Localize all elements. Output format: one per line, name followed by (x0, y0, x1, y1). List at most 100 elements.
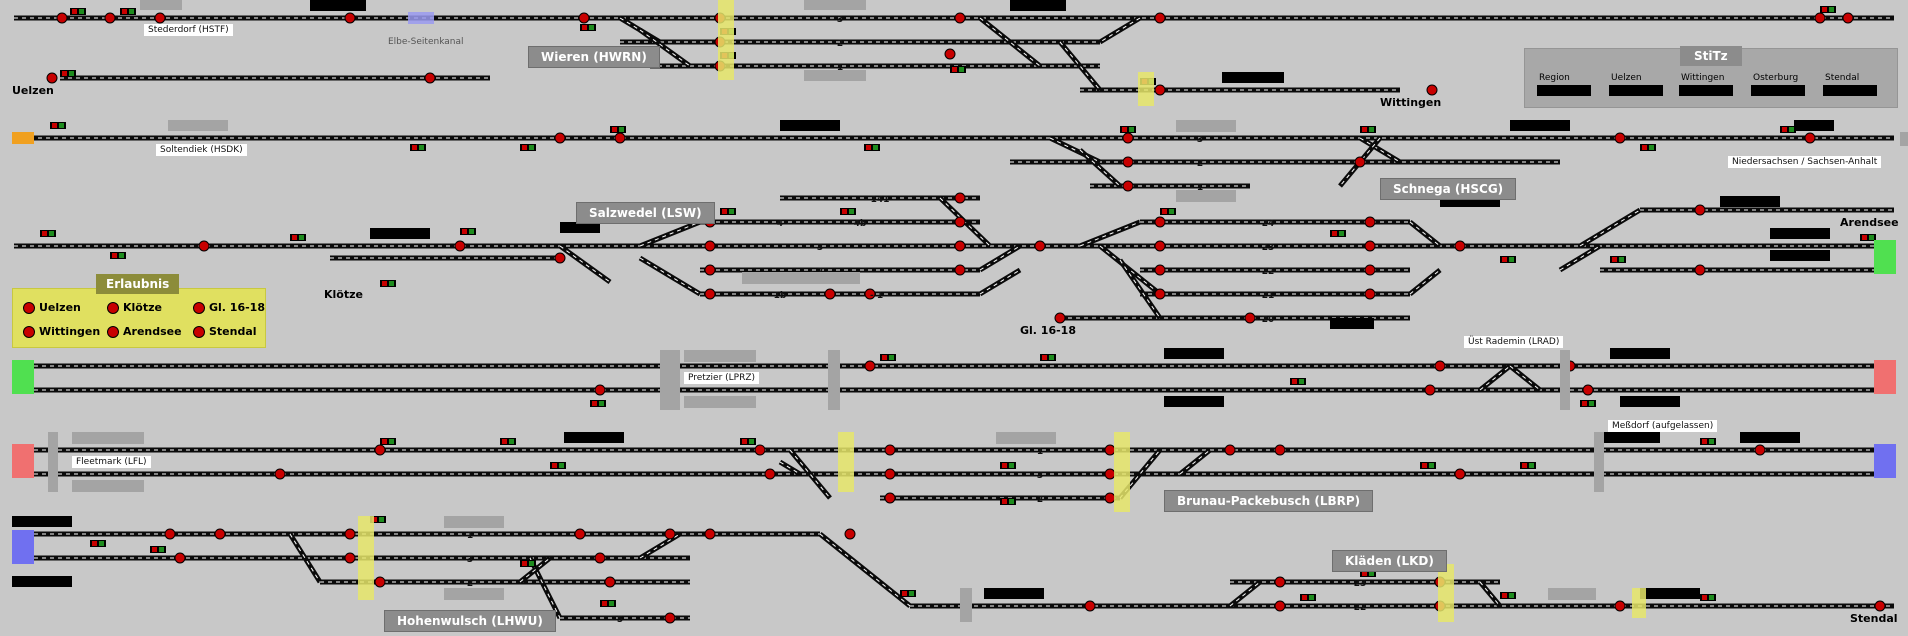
station-label-wieren[interactable]: Wieren (HWRN) (528, 46, 660, 68)
signal-icon[interactable] (1274, 576, 1286, 588)
signal-icon[interactable] (1122, 156, 1134, 168)
signal-icon[interactable] (214, 528, 226, 540)
signal-icon[interactable] (664, 528, 676, 540)
train-number-field[interactable] (1740, 432, 1800, 443)
signal-aspect-icon[interactable] (1700, 438, 1716, 445)
signal-aspect-icon[interactable] (60, 70, 76, 77)
station-label-brunau-packebusch[interactable]: Brunau-Packebusch (LBRP) (1164, 490, 1374, 512)
track-segment[interactable] (978, 267, 1022, 297)
permission-item-stendal[interactable]: Stendal (193, 325, 257, 338)
signal-aspect-icon[interactable] (1640, 144, 1656, 151)
signal-icon[interactable] (594, 384, 606, 396)
stitz-counter[interactable] (1609, 85, 1663, 96)
signal-icon[interactable] (1814, 12, 1826, 24)
signal-aspect-icon[interactable] (1000, 498, 1016, 505)
signal-aspect-icon[interactable] (1860, 234, 1876, 241)
signal-icon[interactable] (764, 468, 776, 480)
signal-aspect-icon[interactable] (1300, 594, 1316, 601)
signal-icon[interactable] (1754, 444, 1766, 456)
signal-icon[interactable] (1694, 204, 1706, 216)
train-number-field[interactable] (1164, 396, 1224, 407)
edge-marker-red[interactable] (1874, 360, 1896, 394)
signal-icon[interactable] (1354, 156, 1366, 168)
signal-aspect-icon[interactable] (1160, 208, 1176, 215)
station-label-hohenwulsch[interactable]: Hohenwulsch (LHWU) (384, 610, 556, 632)
signal-icon[interactable] (554, 132, 566, 144)
signal-icon[interactable] (344, 528, 356, 540)
train-number-field[interactable] (1600, 432, 1660, 443)
train-number-field[interactable] (1610, 348, 1670, 359)
signal-aspect-icon[interactable] (380, 438, 396, 445)
signal-aspect-icon[interactable] (864, 144, 880, 151)
signal-icon[interactable] (954, 216, 966, 228)
signal-aspect-icon[interactable] (550, 462, 566, 469)
edge-marker-green[interactable] (12, 360, 34, 394)
train-number-field[interactable] (560, 222, 600, 233)
signal-icon[interactable] (174, 552, 186, 564)
track-segment[interactable] (1098, 15, 1142, 45)
signal-aspect-icon[interactable] (1500, 592, 1516, 599)
track-segment[interactable] (1358, 135, 1402, 165)
signal-icon[interactable] (374, 444, 386, 456)
signal-icon[interactable] (704, 288, 716, 300)
signal-aspect-icon[interactable] (150, 546, 166, 553)
signal-icon[interactable] (574, 528, 586, 540)
signal-aspect-icon[interactable] (460, 228, 476, 235)
signal-icon[interactable] (954, 264, 966, 276)
signal-icon[interactable] (1154, 240, 1166, 252)
signal-icon[interactable] (1244, 312, 1256, 324)
signal-aspect-icon[interactable] (740, 438, 756, 445)
signal-aspect-icon[interactable] (1360, 570, 1376, 577)
train-number-field[interactable] (12, 576, 72, 587)
train-number-field[interactable] (310, 0, 366, 11)
signal-aspect-icon[interactable] (1330, 230, 1346, 237)
signal-icon[interactable] (954, 240, 966, 252)
signal-icon[interactable] (424, 72, 436, 84)
signal-icon[interactable] (1364, 216, 1376, 228)
signal-aspect-icon[interactable] (370, 516, 386, 523)
signal-icon[interactable] (754, 444, 766, 456)
signal-icon[interactable] (884, 492, 896, 504)
train-number-field[interactable] (780, 120, 840, 131)
edge-marker-orange[interactable] (12, 132, 34, 144)
signal-aspect-icon[interactable] (1420, 462, 1436, 469)
signal-icon[interactable] (1034, 240, 1046, 252)
signal-aspect-icon[interactable] (1700, 594, 1716, 601)
signal-icon[interactable] (884, 444, 896, 456)
signal-icon[interactable] (864, 288, 876, 300)
signal-icon[interactable] (704, 240, 716, 252)
signal-icon[interactable] (1454, 240, 1466, 252)
train-number-field[interactable] (1440, 196, 1500, 207)
train-number-field[interactable] (564, 432, 624, 443)
signal-icon[interactable] (944, 48, 956, 60)
signal-icon[interactable] (164, 528, 176, 540)
stitz-counter[interactable] (1823, 85, 1877, 96)
edge-marker-blue[interactable] (1874, 444, 1896, 478)
signal-aspect-icon[interactable] (40, 230, 56, 237)
stitz-counter[interactable] (1679, 85, 1733, 96)
signal-icon[interactable] (1364, 264, 1376, 276)
signal-icon[interactable] (1274, 600, 1286, 612)
signal-icon[interactable] (56, 12, 68, 24)
train-number-field[interactable] (1510, 120, 1570, 131)
signal-icon[interactable] (1054, 312, 1066, 324)
signal-aspect-icon[interactable] (580, 24, 596, 31)
station-label-kladen[interactable]: Kläden (LKD) (1332, 550, 1447, 572)
signal-icon[interactable] (46, 72, 58, 84)
permission-item-arendsee[interactable]: Arendsee (107, 325, 182, 338)
signal-aspect-icon[interactable] (1120, 126, 1136, 133)
train-number-field[interactable] (370, 228, 430, 239)
signal-aspect-icon[interactable] (1520, 462, 1536, 469)
signal-aspect-icon[interactable] (70, 8, 86, 15)
signal-aspect-icon[interactable] (1580, 400, 1596, 407)
signal-aspect-icon[interactable] (50, 122, 66, 129)
signal-icon[interactable] (1454, 468, 1466, 480)
signal-icon[interactable] (1582, 384, 1594, 396)
signal-icon[interactable] (824, 288, 836, 300)
signal-icon[interactable] (344, 552, 356, 564)
track-segment[interactable] (1558, 243, 1602, 273)
signal-icon[interactable] (614, 132, 626, 144)
signal-icon[interactable] (1434, 360, 1446, 372)
signal-aspect-icon[interactable] (110, 252, 126, 259)
signal-icon[interactable] (1842, 12, 1854, 24)
